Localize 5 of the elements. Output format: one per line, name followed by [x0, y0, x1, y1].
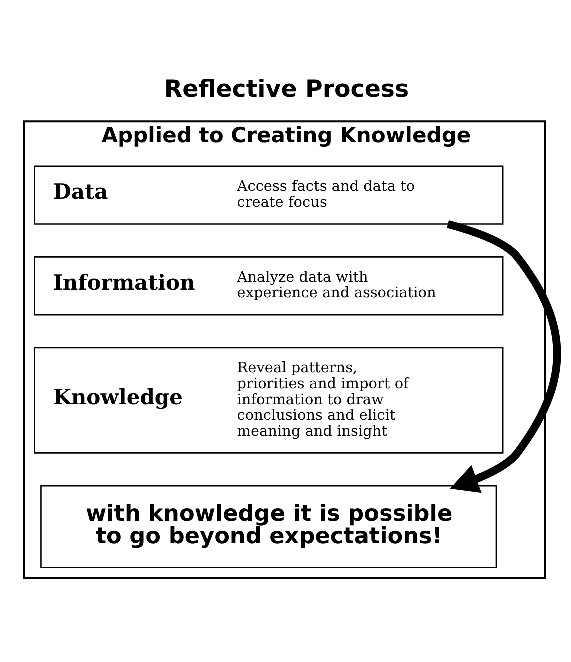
- node-box: Data Access facts and data to create focus: [34, 165, 504, 224]
- node-box: Knowledge Reveal patterns, priorities and import of information to draw conclusions and elicit meaning and insight: [34, 346, 504, 454]
- node-box: with knowledge it is possible to go beyond expectations!: [40, 484, 498, 568]
- node-box: Information Analyze data with experience and association: [34, 256, 504, 316]
- diagram-title: Reflective Process: [164, 74, 410, 103]
